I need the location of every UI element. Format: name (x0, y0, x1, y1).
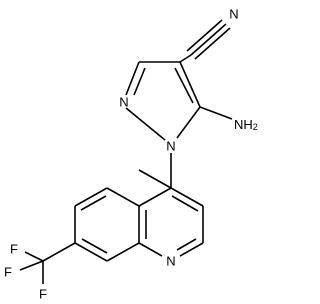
bond-c4-cn (179, 54, 192, 63)
bond-c3-n2-double (133, 67, 146, 96)
atom-label-pyrazole-n1: N (166, 139, 175, 154)
bond-c7-cf3 (42, 242, 76, 262)
bond-c7-c8 (74, 242, 108, 262)
bond-c5-c4 (179, 61, 201, 108)
bond-c5-c4-double (174, 67, 194, 104)
bond-c4-c3q (170, 187, 204, 207)
atom-label-f-left: F (4, 265, 12, 280)
atom-label-quinoline-n: N (166, 254, 175, 269)
atom-label-f-bottom: F (39, 287, 47, 302)
bond-cf3-f-left (19, 260, 44, 271)
bond-cf3-f-top (24, 251, 44, 262)
bond-c7-c8-double (81, 238, 108, 254)
atom-label-pyrazole-n2: N (119, 95, 128, 110)
bonds (19, 19, 233, 284)
bond-c3-n2 (125, 61, 140, 96)
bond-n2-n1 (125, 107, 166, 141)
amino-nh: NH (234, 117, 253, 132)
bond-c2q-nq (179, 242, 204, 257)
bond-nitrile-triple-2 (194, 27, 231, 60)
bond-n1-c5 (176, 106, 201, 139)
bond-c5-c6 (74, 187, 108, 207)
bond-nq-c8a (138, 242, 163, 257)
chemical-structure: N N N NH2 N F F F (4, 7, 258, 302)
atom-label-nitrile-n: N (229, 7, 238, 22)
bond-c2q-nq-double (176, 238, 197, 251)
bond-c4-c3q-double (171, 195, 199, 212)
amino-subscript: 2 (253, 122, 258, 132)
bond-c8-c8a (106, 242, 140, 262)
bond-c5-c6-double (80, 195, 107, 211)
bond-c4-c4a (138, 169, 172, 189)
bond-c5-nh2 (199, 106, 233, 120)
bond-c4a-c5 (106, 187, 140, 207)
atom-label-amino: NH2 (234, 117, 258, 133)
atom-labels: N N N NH2 N F F F (4, 7, 258, 302)
bond-c4a-c4-junction (138, 187, 172, 207)
bond-nitrile-triple-3 (186, 19, 223, 52)
bond-nitrile-triple-1 (190, 23, 227, 56)
atom-label-f-top: F (10, 242, 18, 257)
